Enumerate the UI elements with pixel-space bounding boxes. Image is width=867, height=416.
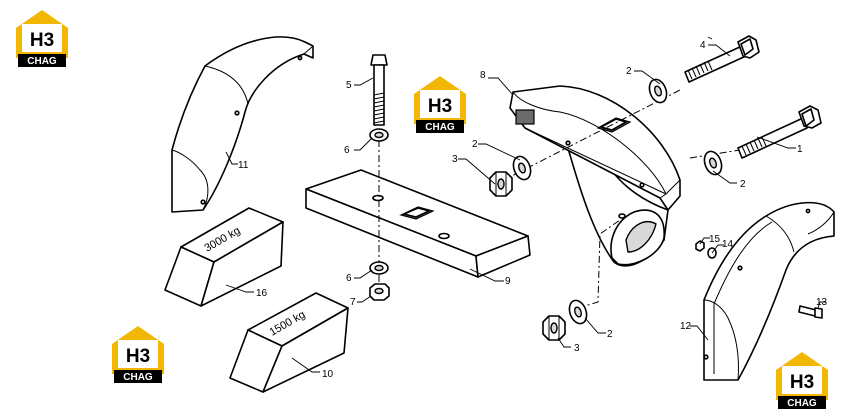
logo-bottom-right: H3 CHAG	[776, 352, 828, 409]
callout-7: 7	[350, 297, 356, 308]
callout-3-upper: 3	[452, 154, 458, 165]
svg-text:CHAG: CHAG	[425, 122, 455, 133]
part-16-weight-3000kg: 3000 kg	[164, 207, 284, 307]
svg-text:H3: H3	[126, 346, 150, 367]
part-5-bolt	[370, 54, 388, 126]
part-12-side-guard-right	[703, 201, 835, 381]
part-10-weight-1500kg: 1500 kg	[229, 292, 349, 393]
callout-2-right: 2	[740, 179, 746, 190]
svg-text:CHAG: CHAG	[787, 398, 817, 409]
logo-top-left: H3 CHAG	[16, 10, 68, 67]
svg-text:H3: H3	[428, 96, 452, 117]
callout-6-lower: 6	[346, 273, 352, 284]
callout-14: 14	[722, 239, 734, 250]
part-11-side-guard	[171, 36, 314, 213]
callout-1: 1	[797, 144, 803, 155]
part-8-bracket	[509, 85, 681, 267]
callout-6-upper: 6	[344, 145, 350, 156]
part-3-nut-upper	[489, 171, 513, 197]
part-7-nut-bottom	[369, 283, 390, 301]
callout-12: 12	[680, 321, 692, 332]
part-13-small-bolt	[798, 305, 823, 319]
part-2-washer-right	[703, 150, 723, 176]
logo-bottom-left: H3 CHAG	[112, 326, 164, 383]
callout-16: 16	[256, 288, 268, 299]
callout-8: 8	[480, 70, 486, 81]
logo-center: H3 CHAG	[414, 76, 466, 133]
part-4-bolt-upper	[684, 35, 760, 83]
callout-9: 9	[505, 276, 511, 287]
callouts: 1 2 2 2 2 3 3 4 5 6 6 7 8 9 10 11 12 13 …	[238, 40, 828, 380]
svg-text:H3: H3	[30, 30, 54, 51]
svg-text:CHAG: CHAG	[123, 372, 153, 383]
callout-2-left: 2	[472, 139, 478, 150]
callout-2-upper: 2	[626, 66, 632, 77]
callout-11: 11	[238, 160, 249, 171]
callout-5: 5	[346, 80, 352, 91]
part-6-washer-bottom	[369, 261, 389, 275]
part-9-base-plate	[305, 169, 531, 278]
svg-text:H3: H3	[790, 372, 814, 393]
callout-15: 15	[709, 234, 721, 245]
part-2-washer-upper	[648, 78, 668, 104]
axis-line-lower	[577, 219, 621, 309]
part-15-small-nut	[695, 240, 705, 252]
part-1-bolt-middle	[737, 105, 822, 159]
callout-3-lower: 3	[574, 343, 580, 354]
callout-13: 13	[816, 297, 828, 308]
callout-10: 10	[322, 369, 334, 380]
svg-text:CHAG: CHAG	[27, 56, 57, 67]
callout-2-lower: 2	[607, 329, 613, 340]
part-3-nut-lower	[542, 315, 566, 341]
callout-4: 4	[700, 40, 706, 51]
part-6-washer-top	[369, 128, 389, 142]
part-2-washer-left	[512, 155, 532, 181]
leader-lines	[225, 36, 826, 373]
part-2-washer-lower	[568, 299, 588, 325]
